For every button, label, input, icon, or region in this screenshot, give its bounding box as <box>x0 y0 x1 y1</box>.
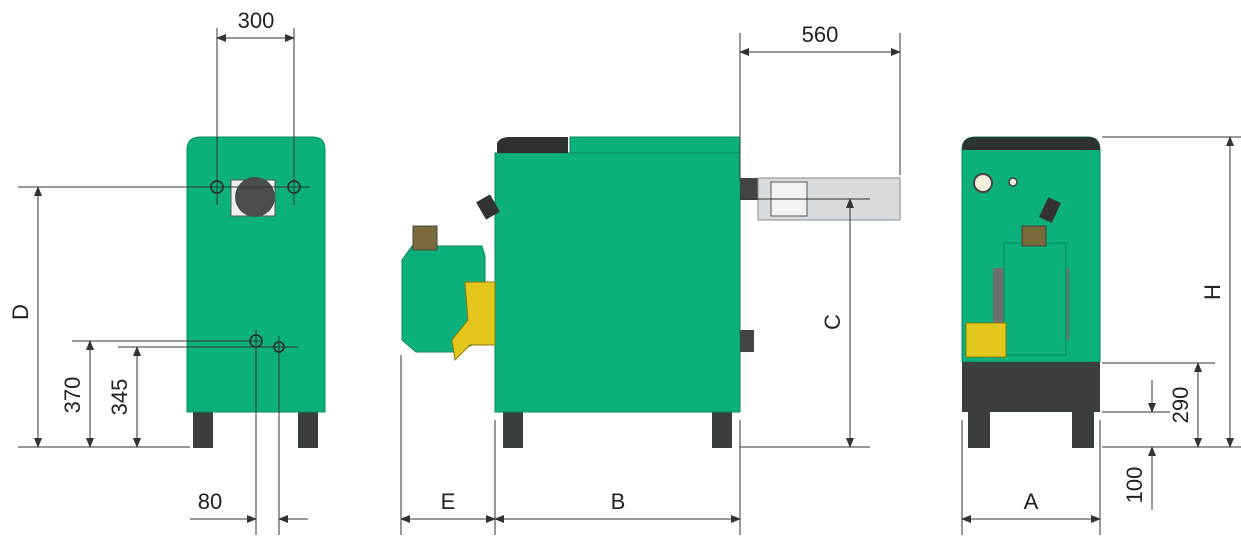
side-burner-feed-tube <box>412 225 438 251</box>
dim-345-label: 345 <box>107 379 132 416</box>
side-view: E B 560 C <box>400 22 901 535</box>
dim-H-label: H <box>1200 284 1225 300</box>
rear-burner-unit <box>965 322 1007 358</box>
side-boiler-body <box>494 152 741 413</box>
rear-burner-hopper <box>1003 242 1067 356</box>
dim-370-label: 370 <box>60 377 85 414</box>
dim-80-label: 80 <box>198 489 222 514</box>
dim-560-label: 560 <box>802 22 839 47</box>
dim-B-label: B <box>611 489 626 514</box>
dim-300-label: 300 <box>238 8 275 33</box>
dim-E-label: E <box>441 489 456 514</box>
side-top-cover-front <box>497 137 568 153</box>
dim-C-label: C <box>820 314 845 330</box>
dim-100-label: 100 <box>1122 467 1147 504</box>
rear-port-small <box>1008 177 1018 187</box>
dim-D-label: D <box>8 304 33 320</box>
rear-left-leg <box>968 412 990 448</box>
front-right-leg <box>298 412 318 448</box>
side-burner-unit <box>451 281 496 362</box>
front-boiler-body <box>186 136 326 413</box>
rear-view: A H 290 100 <box>961 136 1241 535</box>
side-left-leg <box>503 412 523 448</box>
front-flue-outlet <box>235 177 275 217</box>
dim-290-label: 290 <box>1168 387 1193 424</box>
rear-right-leg <box>1072 412 1094 448</box>
rear-port-large <box>973 173 993 193</box>
dim-A-label: A <box>1024 489 1039 514</box>
rear-base-panel <box>962 362 1100 412</box>
front-left-leg <box>193 412 213 448</box>
side-right-leg <box>712 412 732 448</box>
front-view: 300 D 370 345 80 <box>8 8 326 535</box>
